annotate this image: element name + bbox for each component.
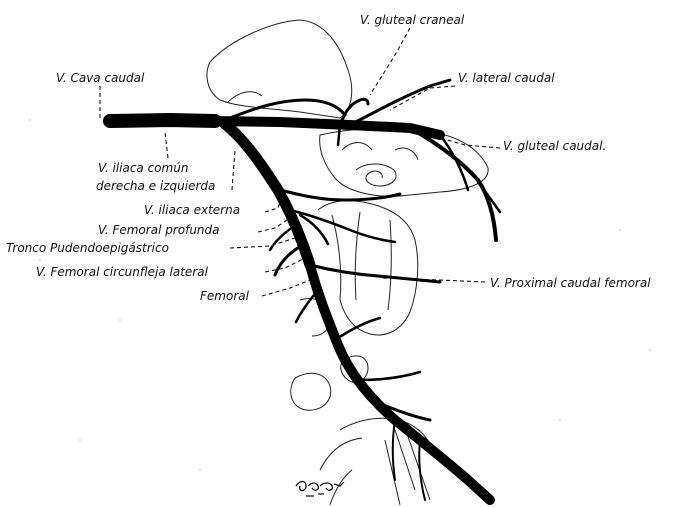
label-iliaca-externa: V. iliaca externa [144, 203, 240, 217]
label-cava-caudal: V. Cava caudal [56, 71, 145, 85]
label-femoral-profunda: V. Femoral profunda [98, 223, 220, 237]
label-tronco-pudendo: Tronco Pudendoepigástrico [6, 241, 169, 255]
iliac-common-trunk [210, 121, 440, 135]
branches-upper [280, 190, 400, 200]
gluteal-caudal-vein [410, 128, 496, 240]
label-gluteal-caudal: V. gluteal caudal. [503, 139, 606, 153]
label-iliaca-comun-line2: derecha e izquierda [96, 179, 215, 193]
veins [110, 80, 500, 500]
pelvis-outline [207, 20, 488, 505]
vena-cava-caudal [110, 120, 215, 121]
label-lateral-caudal: V. lateral caudal [458, 71, 555, 85]
label-femoral: Femoral [200, 289, 250, 303]
labels: V. gluteal craneal V. Cava caudal V. lat… [6, 13, 651, 303]
label-gluteal-craneal: V. gluteal craneal [360, 13, 465, 27]
lateral-caudal-vein [350, 80, 450, 125]
label-proximal-caudal-femoral: V. Proximal caudal femoral [490, 276, 651, 290]
label-femoral-circunfleja: V. Femoral circunfleja lateral [36, 265, 209, 279]
femoral-main [310, 265, 490, 500]
label-iliaca-comun-line1: V. iliaca común [98, 161, 188, 175]
